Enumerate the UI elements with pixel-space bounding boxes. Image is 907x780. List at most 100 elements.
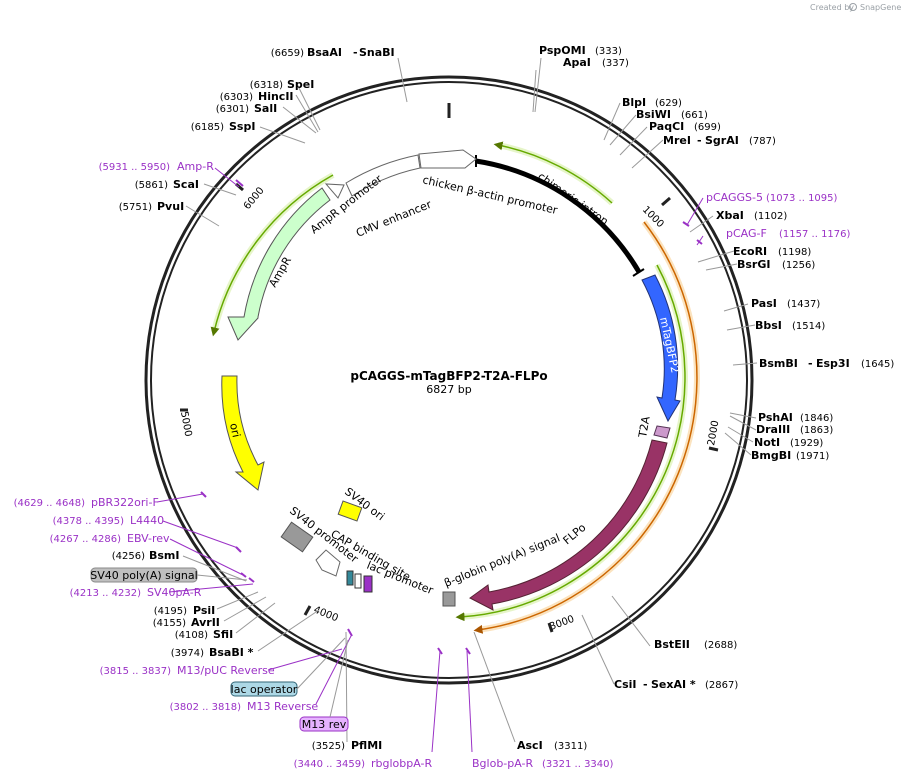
site-pflmi: PflMI xyxy=(351,739,382,752)
site-asci-pos: (3311) xyxy=(554,741,587,752)
primer-sv40par: SV40pA-R xyxy=(147,586,202,599)
site-bbsi: BbsI xyxy=(755,319,782,332)
site-paqci-pos: (699) xyxy=(694,122,721,133)
site-csii-sep: - xyxy=(643,678,648,691)
primer-ebvrev: EBV-rev xyxy=(127,532,170,545)
green-arc-top-line xyxy=(493,141,613,204)
sv40-ori-box xyxy=(337,500,363,522)
sv40-promoter-box xyxy=(280,521,314,553)
bglobin-polya-box xyxy=(442,591,456,607)
label-ori: ori xyxy=(227,422,243,439)
site-noti-pos: (1929) xyxy=(790,438,823,449)
primer-bglobpar: Bglob-pA-R xyxy=(472,757,534,770)
primer-ticks xyxy=(200,179,703,655)
site-bbsi-pos: (1514) xyxy=(792,321,825,332)
site-esp3i: Esp3I xyxy=(816,357,850,370)
primer-pbr322orif: pBR322ori-F xyxy=(91,496,159,509)
cap-site-box xyxy=(346,570,354,586)
site-scai: ScaI xyxy=(173,178,199,191)
primer-rbglobpar-pos: (3440 .. 3459) xyxy=(294,759,366,770)
site-pshai-pos: (1846) xyxy=(800,413,833,424)
site-draiii: DraIII xyxy=(756,423,790,436)
ampr-promoter-arrow xyxy=(324,183,345,199)
site-pasi-pos: (1437) xyxy=(787,299,820,310)
site-bsmi: BsmI xyxy=(149,549,180,562)
sv40-polya-badge-text: SV40 poly(A) signal xyxy=(90,569,197,582)
snapgene-logo-icon xyxy=(849,3,857,11)
site-spei-pos: (6318) xyxy=(250,80,283,91)
site-mrei: MreI xyxy=(663,134,691,147)
tick-label-6000: 6000 xyxy=(242,185,267,212)
site-draiii-pos: (1863) xyxy=(800,425,833,436)
primer-pbr322orif-pos: (4629 .. 4648) xyxy=(14,498,86,509)
site-pvui: PvuI xyxy=(157,200,184,213)
site-bsaai-sep: - xyxy=(353,46,358,59)
site-pflmi-pos: (3525) xyxy=(312,741,345,752)
lac-operator-box xyxy=(354,573,362,589)
label-chimeric-intron: chimeric intron xyxy=(535,170,610,228)
cmv-enhancer-arrow xyxy=(345,154,421,197)
tick-2000 xyxy=(708,446,719,452)
chicken-actin-promoter-arrow xyxy=(418,149,477,169)
site-pshai: PshAI xyxy=(758,411,793,424)
site-bsiwi: BsiWI xyxy=(636,108,671,121)
site-apai-pos: (337) xyxy=(602,58,629,69)
label-flpo: FLPo xyxy=(561,521,589,547)
credit-brand: SnapGene xyxy=(860,3,901,12)
orange-arc-line xyxy=(473,221,698,634)
site-csii-pos: (2867) xyxy=(705,680,738,691)
site-hincii: HincII xyxy=(258,90,294,103)
primer-ebvrev-pos: (4267 .. 4286) xyxy=(50,534,122,545)
site-spei: SpeI xyxy=(287,78,314,91)
site-xbai: XbaI xyxy=(716,209,744,222)
primer-m13puc-pos: (3815 .. 3837) xyxy=(100,666,172,677)
primer-pcaggs5-pos: (1073 .. 1095) xyxy=(766,193,838,204)
site-bsmbi-pos: (1645) xyxy=(861,359,894,370)
site-sexai: SexAI * xyxy=(651,678,696,691)
intron-cap-end xyxy=(632,268,645,277)
site-bsaai-pos: (6659) xyxy=(271,48,304,59)
site-sali-pos: (6301) xyxy=(216,104,249,115)
site-bsmi-pos: (4256) xyxy=(112,551,145,562)
ori-arrow xyxy=(221,375,265,491)
site-avrii-pos: (4155) xyxy=(153,618,186,629)
site-pspomi-pos: (333) xyxy=(595,46,622,57)
tick-label-4000: 4000 xyxy=(312,605,340,625)
plasmid-title: pCAGGS-mTagBFP2-T2A-FLPo xyxy=(350,369,547,383)
tick-3000 xyxy=(547,622,554,633)
site-ecori-pos: (1198) xyxy=(778,247,811,258)
m13-rev-badge xyxy=(299,716,349,732)
site-bsabi-pos: (3974) xyxy=(171,648,204,659)
ampr-gene-arrow xyxy=(227,187,331,341)
site-mrei-sep: - xyxy=(697,134,702,147)
site-bmgbi-pos: (1971) xyxy=(796,451,829,462)
primer-l4440-pos: (4378 .. 4395) xyxy=(53,516,125,527)
primer-m13rev: M13 Reverse xyxy=(247,700,318,713)
primer-bglobpar-pos: (3321 .. 3340) xyxy=(542,759,614,770)
primer-m13puc: M13/pUC Reverse xyxy=(177,664,275,677)
site-sfii-pos: (4108) xyxy=(175,630,208,641)
site-sgrai: SgrAI xyxy=(705,134,739,147)
primer-pcaggs5: pCAGGS-5 xyxy=(706,191,763,204)
site-hincii-pos: (6303) xyxy=(220,92,253,103)
site-mrei-pos: (787) xyxy=(749,136,776,147)
site-psii: PsiI xyxy=(193,604,215,617)
chimeric-intron-bar xyxy=(475,158,642,274)
site-bsiwi-pos: (661) xyxy=(681,110,708,121)
label-cmv-enhancer: CMV enhancer xyxy=(354,198,433,240)
green-arc-right-line xyxy=(455,264,686,622)
t2a-marker xyxy=(653,425,671,439)
site-sali: SalI xyxy=(254,102,277,115)
tick-4000 xyxy=(303,605,312,616)
site-sspi-pos: (6185) xyxy=(191,122,224,133)
site-paqci: PaqCI xyxy=(649,120,684,133)
site-bsrgi: BsrGI xyxy=(737,258,770,271)
site-scai-pos: (5861) xyxy=(135,180,168,191)
site-ecori: EcoRI xyxy=(733,245,767,258)
site-apai: ApaI xyxy=(563,56,591,69)
site-bsteii: BstEII xyxy=(654,638,690,651)
primer-pcagf-pos: (1157 .. 1176) xyxy=(779,229,851,240)
site-blpi-pos: (629) xyxy=(655,98,682,109)
site-psii-pos: (4195) xyxy=(154,606,187,617)
